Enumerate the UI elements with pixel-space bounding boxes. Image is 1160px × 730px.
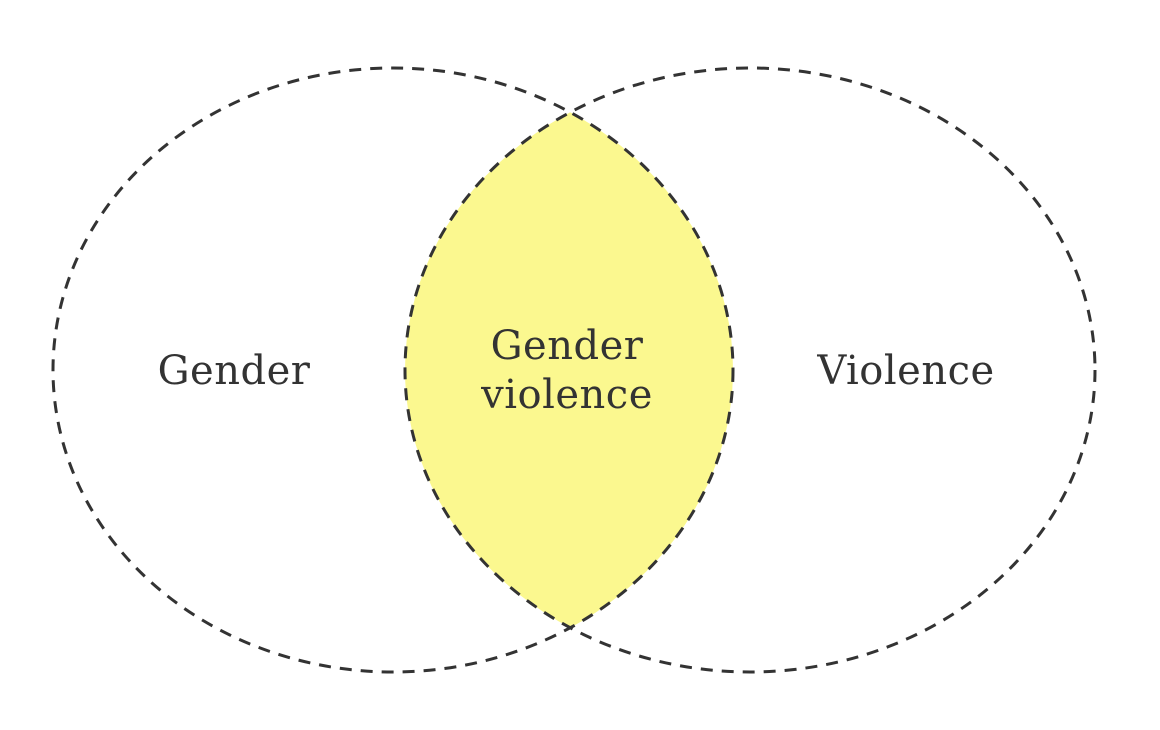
right-set-label: Violence [816, 348, 994, 394]
right-set-circle [403, 66, 1097, 674]
left-set-label: Gender [158, 348, 311, 394]
intersection-label-line-2: violence [480, 372, 653, 418]
intersection-label-line-1: Gender [491, 323, 644, 369]
left-set-circle [51, 66, 735, 674]
intersection-region [405, 68, 733, 672]
